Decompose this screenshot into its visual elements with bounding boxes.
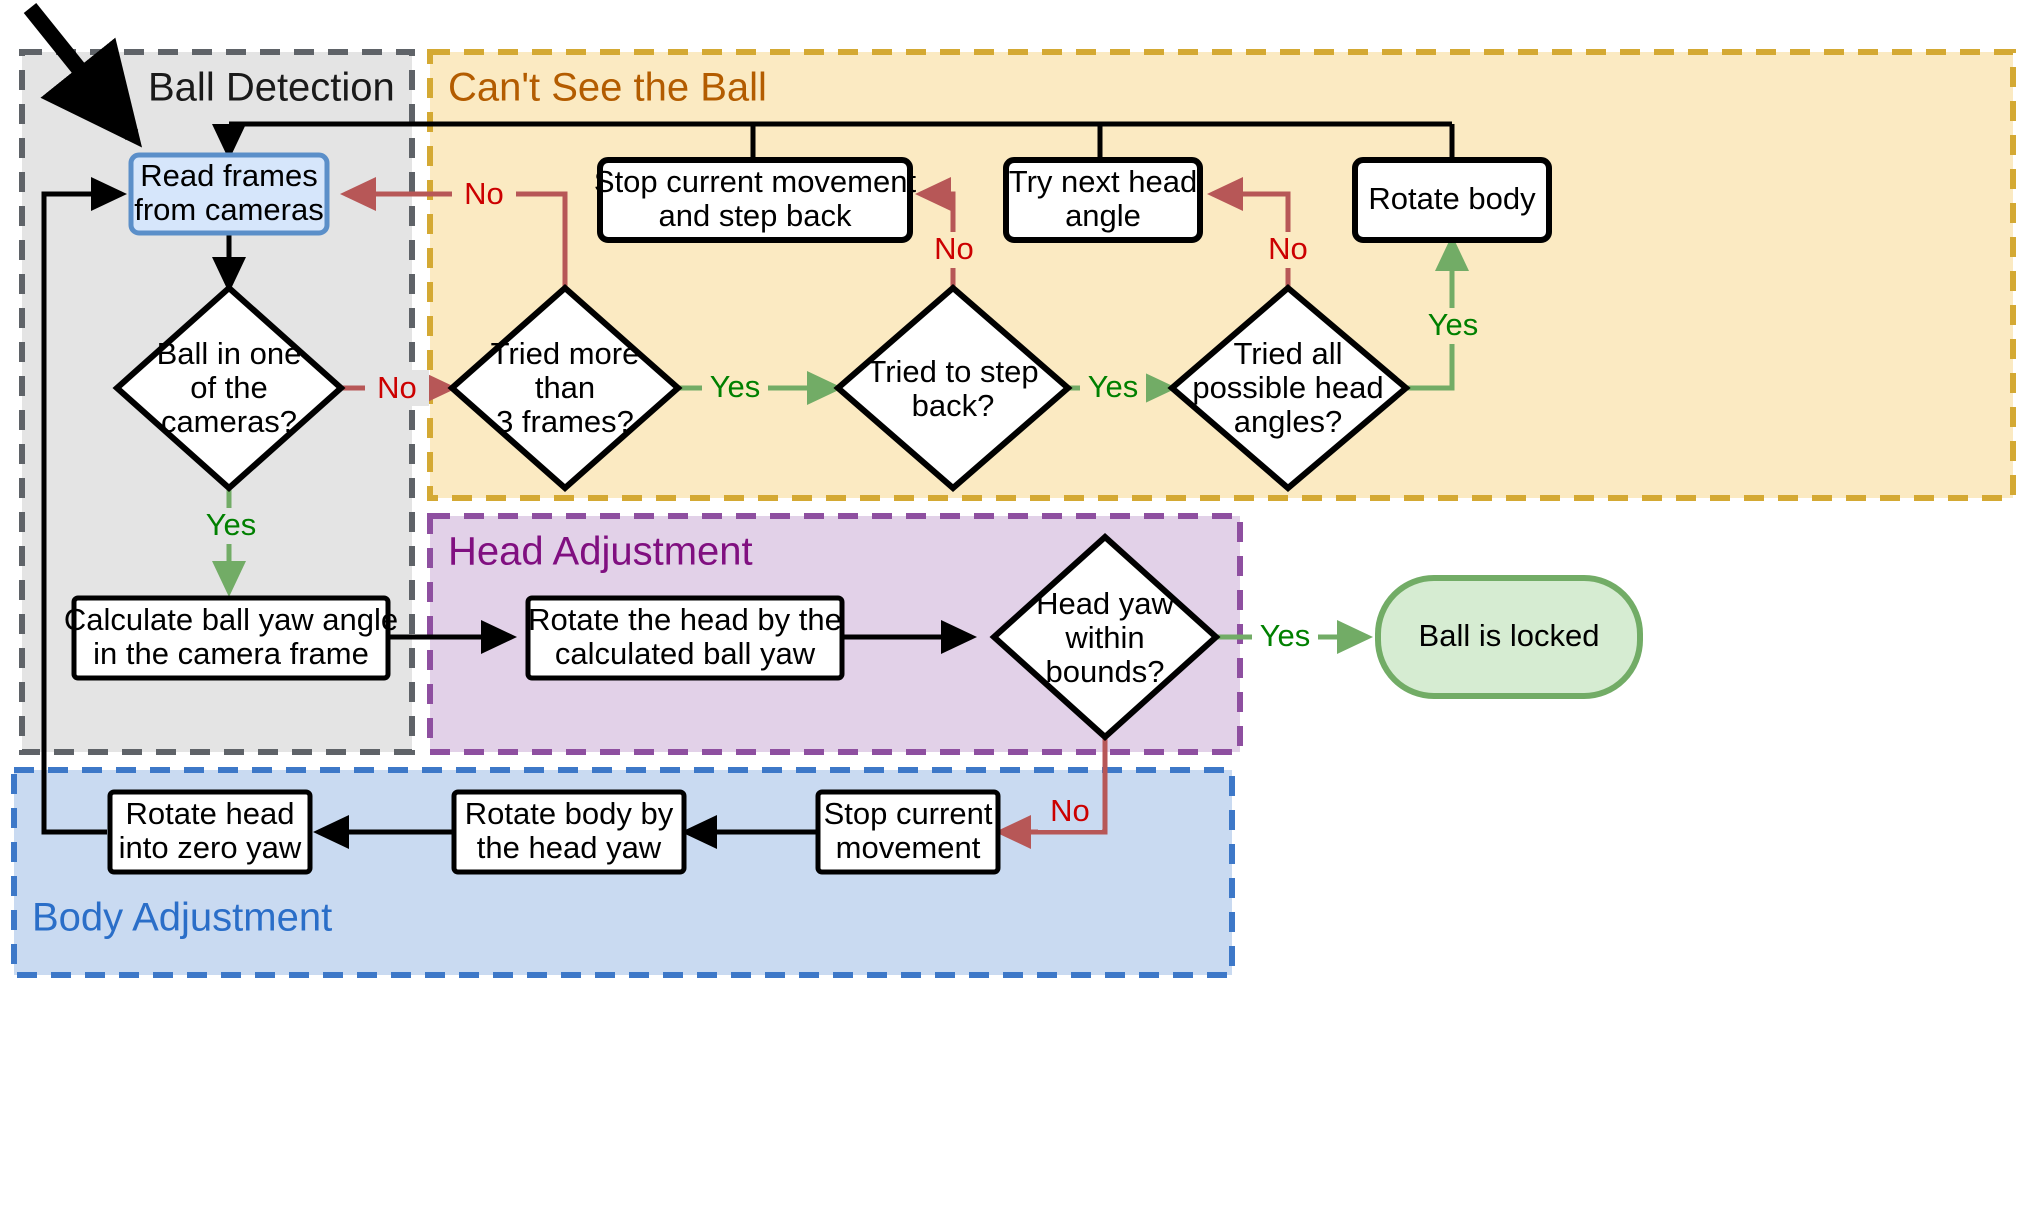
node-rotate-head-zero-yaw[interactable]: Rotate head into zero yaw (107, 789, 313, 875)
edge-label-bg-triedframes-yes (702, 370, 768, 406)
edge-entry-arrow (23, 2, 143, 148)
node-tried-step-back-line-0: Tried to step (867, 354, 1038, 389)
group-ball-detection-label: Ball Detection (148, 66, 395, 110)
edge-label-bg-steppedback-no (922, 232, 986, 268)
node-tried-more-frames-line-2: 3 frames? (496, 404, 634, 439)
node-rotate-body[interactable]: Rotate body (1352, 157, 1552, 243)
edge-label-steppedback-no: No (934, 231, 974, 266)
node-ball-in-camera-line-2: cameras? (161, 404, 297, 439)
node-head-yaw-bounds-line-0: Head yaw (1036, 586, 1174, 621)
node-rotate-body-shape (1352, 157, 1552, 243)
node-rotate-body-by-head-yaw-shape (451, 789, 687, 875)
node-calc-ball-yaw[interactable]: Calculate ball yaw angle in the camera f… (64, 595, 398, 681)
node-rotate-head-zero-yaw-shape (107, 789, 313, 875)
node-try-next-angle-line-0: Try next head (1009, 164, 1197, 199)
edge-label-bg-allangles-yes (1420, 308, 1486, 344)
node-read-frames-shape (128, 152, 330, 236)
edge-label-bg-bounds-yes (1252, 619, 1318, 655)
edge-label-steppedback-yes: Yes (1088, 369, 1139, 404)
node-try-next-angle[interactable]: Try next head angle (1003, 157, 1203, 243)
node-rotate-head-zero-yaw-line-0: Rotate head (126, 796, 295, 831)
edge-label-ballcheck-no: No (377, 370, 417, 405)
edge-label-bounds-no: No (1050, 793, 1090, 828)
node-ball-is-locked[interactable]: Ball is locked (1375, 575, 1643, 699)
node-stop-and-step-back-line-1: and step back (658, 198, 852, 233)
node-tried-more-frames-shape (447, 283, 683, 493)
edge-label-bg-ballcheck-yes (198, 508, 264, 544)
group-body-adjustment-label: Body Adjustment (32, 896, 332, 940)
node-stop-current-movement[interactable]: Stop current movement (815, 789, 1001, 875)
edge-label-bg-allangles-no (1256, 232, 1320, 268)
node-tried-all-angles-line-2: angles? (1234, 404, 1343, 439)
node-tried-step-back[interactable]: Tried to step back? (833, 284, 1073, 492)
node-tried-all-angles[interactable]: Tried all possible head angles? (1167, 284, 1411, 492)
node-tried-step-back-shape (833, 284, 1073, 492)
node-stop-and-step-back[interactable]: Stop current movement and step back (594, 157, 917, 243)
node-ball-in-camera[interactable]: Ball in one of the cameras? (112, 283, 346, 493)
edge-label-bg-steppedback-yes (1080, 370, 1146, 406)
edge-label-bg-bounds-no (1038, 794, 1102, 830)
node-head-yaw-bounds-shape (989, 532, 1221, 742)
edge-bounds-no (994, 737, 1108, 850)
node-head-yaw-bounds-line-2: bounds? (1046, 654, 1165, 689)
node-tried-more-frames-line-0: Tried more (491, 336, 640, 371)
edge-label-triedframes-no: No (464, 176, 504, 211)
node-tried-more-frames-line-1: than (535, 370, 595, 405)
node-rotate-head-calculated[interactable]: Rotate the head by the calculated ball y… (525, 595, 845, 681)
edge-label-allangles-yes: Yes (1428, 307, 1479, 342)
node-calc-ball-yaw-line-0: Calculate ball yaw angle (64, 602, 398, 637)
node-head-yaw-bounds-line-1: within (1064, 620, 1144, 655)
node-rotate-head-calculated-line-0: Rotate the head by the (528, 602, 842, 637)
node-stop-current-movement-line-0: Stop current (824, 796, 993, 831)
node-tried-all-angles-line-0: Tried all (1233, 336, 1342, 371)
node-ball-is-locked-line-0: Ball is locked (1419, 618, 1600, 653)
node-rotate-head-zero-yaw-line-1: into zero yaw (119, 830, 302, 865)
node-stop-current-movement-shape (815, 789, 1001, 875)
node-rotate-head-calculated-shape (525, 595, 845, 681)
node-head-yaw-bounds[interactable]: Head yaw within bounds? (989, 532, 1221, 742)
node-calc-ball-yaw-shape (71, 595, 391, 681)
node-try-next-angle-line-1: angle (1065, 198, 1141, 233)
edge-label-bg-triedframes-no (452, 176, 516, 212)
node-calc-ball-yaw-line-1: in the camera frame (93, 636, 369, 671)
node-rotate-body-line-0: Rotate body (1368, 181, 1536, 216)
node-rotate-body-by-head-yaw[interactable]: Rotate body by the head yaw (451, 789, 687, 875)
node-rotate-body-by-head-yaw-line-0: Rotate body by (465, 796, 674, 831)
node-ball-in-camera-shape (112, 283, 346, 493)
edge-label-bg-ballcheck-no (365, 370, 429, 406)
node-read-frames-line-0: Read frames (140, 158, 317, 193)
node-stop-and-step-back-shape (597, 157, 913, 243)
edge-allangles-yes (1406, 234, 1469, 391)
node-rotate-body-by-head-yaw-line-1: the head yaw (477, 830, 662, 865)
node-ball-in-camera-line-0: Ball in one (157, 336, 302, 371)
node-tried-all-angles-shape (1167, 284, 1411, 492)
node-try-next-angle-shape (1003, 157, 1203, 243)
edge-label-ballcheck-yes: Yes (206, 507, 257, 542)
edge-zeroyaw-loopback (41, 176, 128, 835)
node-read-frames[interactable]: Read frames from cameras (128, 152, 330, 236)
node-stop-and-step-back-line-0: Stop current movement (594, 164, 917, 199)
node-ball-is-locked-shape (1375, 575, 1643, 699)
edge-label-allangles-no: No (1268, 231, 1308, 266)
node-tried-step-back-line-1: back? (912, 388, 995, 423)
node-tried-all-angles-line-1: possible head (1192, 370, 1383, 405)
node-rotate-head-calculated-line-1: calculated ball yaw (555, 636, 816, 671)
node-tried-more-frames[interactable]: Tried more than 3 frames? (447, 283, 683, 493)
node-stop-current-movement-line-1: movement (836, 830, 981, 865)
edge-label-triedframes-yes: Yes (710, 369, 761, 404)
group-cant-see-ball-label: Can't See the Ball (448, 66, 767, 110)
node-ball-in-camera-line-1: of the (190, 370, 268, 405)
edge-triedframes-no (339, 177, 568, 288)
group-head-adjustment-label: Head Adjustment (448, 530, 753, 574)
edge-label-bounds-yes: Yes (1260, 618, 1311, 653)
node-read-frames-line-1: from cameras (134, 192, 323, 227)
